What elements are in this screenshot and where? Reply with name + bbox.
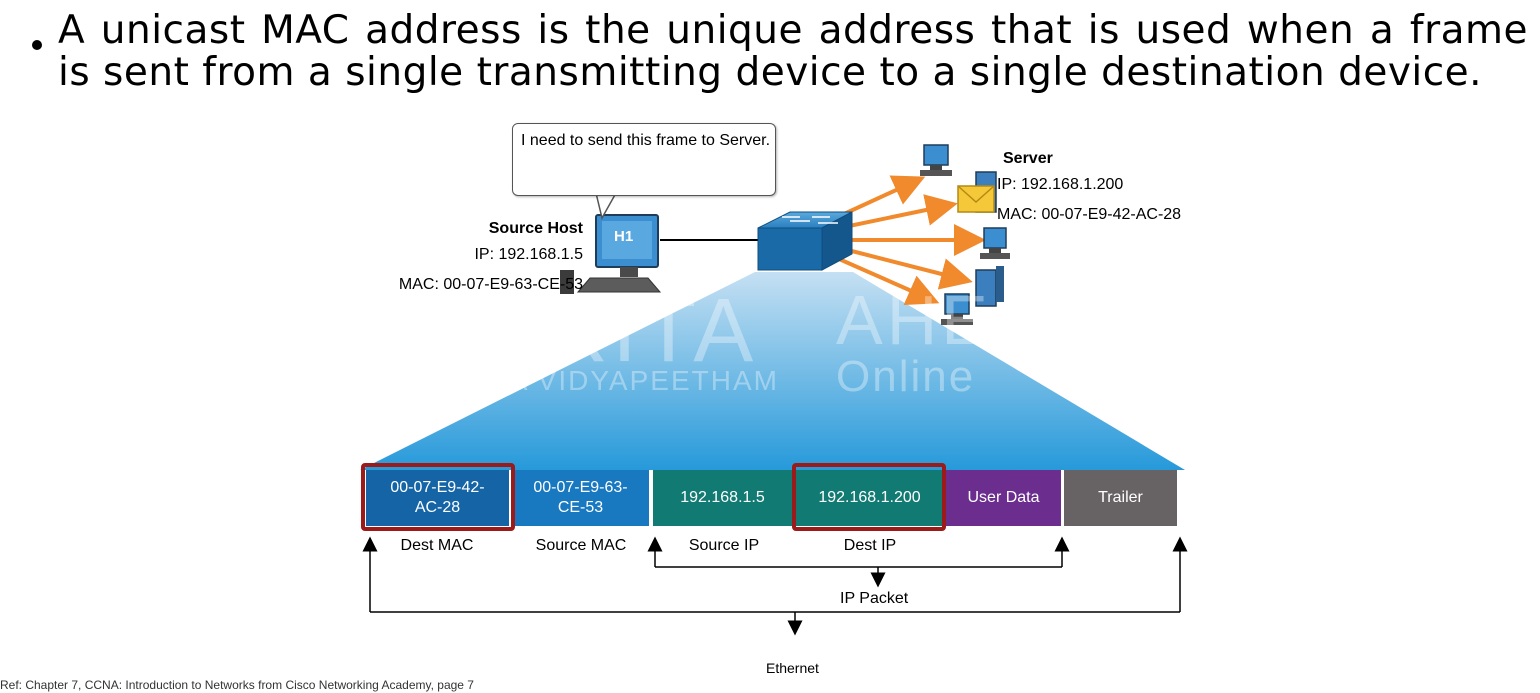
callout-text: I need to send this frame to Server. <box>521 132 771 149</box>
frame-expansion-funnel <box>360 272 1185 470</box>
watermark-sub: VISHWA VIDYAPEETHAM <box>408 365 779 396</box>
watermark-side-sub: Online <box>836 352 976 401</box>
frame-cell-trailer-text: Trailer <box>1098 489 1143 506</box>
pc-icon <box>941 293 973 325</box>
bullet-dot <box>32 40 42 50</box>
watermark-side: AHEAD <box>836 281 1098 359</box>
ip-packet-label: IP Packet <box>840 590 909 607</box>
switch-icon <box>757 211 853 271</box>
speech-callout: I need to send this frame to Server. <box>512 123 776 196</box>
source-host-title: Source Host <box>488 220 583 237</box>
pc-icon <box>920 144 952 176</box>
field-name-source-ip: Source IP <box>688 537 760 554</box>
source-host-computer-icon <box>560 214 662 294</box>
source-host-mac: MAC: 00-07-E9-63-CE-53 <box>398 276 583 293</box>
footer-reference: Ref: Chapter 7, CCNA: Introduction to Ne… <box>0 678 474 692</box>
dest-ip-highlight <box>792 463 946 531</box>
frame-cell-dest-ip-text: 192.168.1.200 <box>818 489 921 506</box>
server-title: Server <box>1003 150 1053 167</box>
frame-cell-dest-mac: 00-07-E9-42-AC-28 <box>366 470 510 526</box>
field-name-dest-ip: Dest IP <box>843 537 897 554</box>
dest-mac-highlight <box>361 463 515 531</box>
ethernet-label: Ethernet <box>766 660 819 676</box>
frame-cell-user-data-text: User Data <box>967 489 1040 506</box>
ethernet-bracket <box>362 536 1188 636</box>
watermark-main: AMRITA <box>400 281 758 381</box>
frame-cell-source-mac-text: 00-07-E9-63-CE-53 <box>533 479 628 516</box>
server-mac: MAC: 00-07-E9-42-AC-28 <box>997 206 1182 223</box>
envelope-icon <box>957 185 995 213</box>
server-ip: IP: 192.168.1.200 <box>997 176 1124 193</box>
frame-cell-user-data: User Data <box>946 470 1062 526</box>
host-badge: H1 <box>614 228 634 245</box>
frame-cell-source-ip: 192.168.1.5 <box>653 470 793 526</box>
field-name-dest-mac: Dest MAC <box>400 537 474 554</box>
frame-cell-dest-mac-text: 00-07-E9-42-AC-28 <box>390 479 485 516</box>
field-name-source-mac: Source MAC <box>535 537 627 554</box>
source-host-ip: IP: 192.168.1.5 <box>474 246 583 263</box>
bullet-text: A unicast MAC address is the unique addr… <box>58 8 1528 95</box>
frame-cell-source-ip-text: 192.168.1.5 <box>680 489 765 506</box>
frame-cell-trailer: Trailer <box>1064 470 1178 526</box>
frame-cell-dest-ip: 192.168.1.200 <box>795 470 945 526</box>
frame-cell-source-mac: 00-07-E9-63-CE-53 <box>512 470 650 526</box>
ip-packet-bracket <box>647 536 1070 588</box>
pc-icon <box>980 227 1010 259</box>
